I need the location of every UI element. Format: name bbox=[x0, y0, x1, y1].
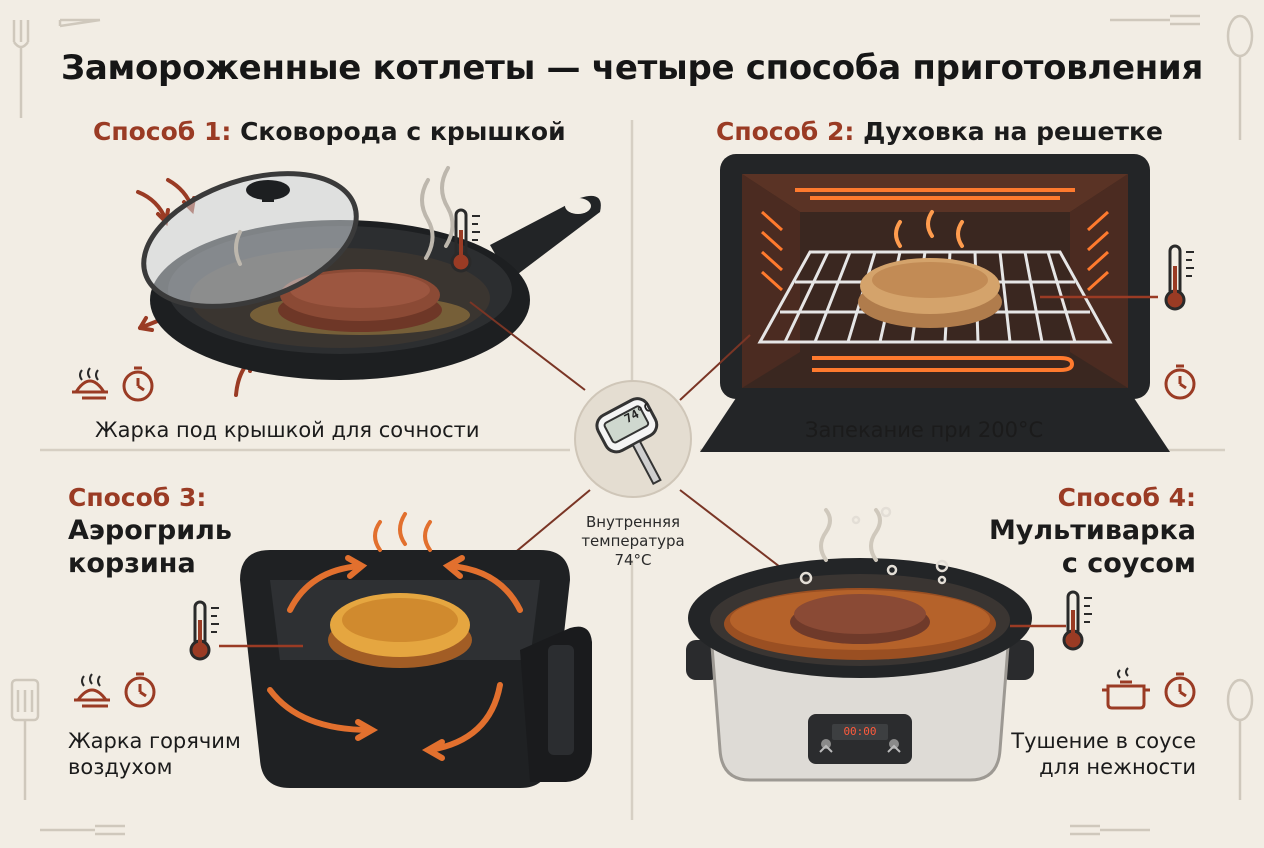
steam-icon bbox=[373, 512, 432, 552]
pot-icon bbox=[1102, 667, 1150, 710]
fork-icon bbox=[12, 20, 30, 118]
spatula-icon bbox=[10, 678, 40, 800]
air-fryer-illustration bbox=[240, 512, 592, 788]
method-3-name-line1: Аэрогриль bbox=[68, 515, 232, 546]
method-3-name-line2: корзина bbox=[68, 548, 196, 579]
fork-icon bbox=[40, 824, 125, 836]
covered-plate-icon bbox=[72, 367, 108, 400]
method-3-number: Способ 3: bbox=[68, 483, 207, 512]
method-4-caption-line2: для нежности bbox=[1039, 755, 1196, 779]
heating-element-top bbox=[795, 188, 1075, 200]
timer-icon bbox=[122, 366, 154, 402]
heating-element-bottom bbox=[812, 356, 1075, 372]
steam-icon bbox=[234, 166, 455, 266]
method-1-number: Способ 1: bbox=[93, 117, 232, 146]
internal-temperature-line2: температура bbox=[581, 532, 685, 550]
method-1-heading: Способ 1: Сковорода с крышкой bbox=[93, 117, 566, 146]
fork-icon bbox=[1110, 14, 1200, 26]
method-1-caption: Жарка под крышкой для сочности bbox=[95, 418, 480, 442]
pan-handle bbox=[490, 195, 601, 280]
spoon-icon bbox=[1226, 14, 1254, 140]
method-3-caption: Жарка горячим воздухом bbox=[68, 728, 241, 780]
method-4-heading: Способ 4: Мультиварка с соусом bbox=[980, 481, 1196, 580]
internal-temperature-line1: Внутренняя bbox=[585, 513, 681, 531]
method-2-name: Духовка на решетке bbox=[863, 117, 1163, 146]
timer-icon bbox=[1164, 672, 1196, 708]
method-4-number: Способ 4: bbox=[1057, 483, 1196, 512]
method-4-name-line2: с соусом bbox=[1061, 548, 1196, 579]
page-title: Замороженные котлеты — четыре способа пр… bbox=[61, 48, 1203, 88]
method-1-name: Сковорода с крышкой bbox=[240, 117, 566, 146]
thermometer-icon bbox=[1062, 590, 1092, 651]
arrow-icon bbox=[136, 190, 170, 227]
method-3-icons bbox=[74, 672, 156, 708]
timer-icon bbox=[124, 672, 156, 708]
method-3-heading: Способ 3: Аэрогриль корзина bbox=[68, 481, 232, 580]
method-2-icons bbox=[1164, 244, 1196, 400]
steam-icon bbox=[894, 210, 964, 248]
control-button bbox=[889, 739, 899, 749]
method-4-caption-line1: Тушение в соусе bbox=[1011, 729, 1196, 753]
multicooker-display: 00:00 bbox=[843, 725, 877, 738]
multicooker-illustration bbox=[686, 506, 1034, 782]
arrow-icon bbox=[267, 555, 523, 761]
fork-icon bbox=[1070, 824, 1150, 836]
internal-temperature-label: Внутренняя температура 74°C bbox=[548, 513, 718, 570]
method-3-caption-line2: воздухом bbox=[68, 755, 173, 779]
covered-plate-icon bbox=[74, 673, 110, 708]
steam-icon bbox=[819, 508, 882, 562]
internal-temperature-line3: 74°C bbox=[614, 551, 652, 569]
oven-door bbox=[700, 392, 1170, 452]
method-4-thermometer bbox=[1010, 590, 1092, 651]
method-4-name-line1: Мультиварка bbox=[988, 515, 1196, 546]
method-3-caption-line1: Жарка горячим bbox=[68, 729, 241, 753]
control-button bbox=[821, 739, 831, 749]
thermometer-icon bbox=[450, 208, 480, 273]
method-4-caption: Тушение в соусе для нежности bbox=[980, 728, 1196, 780]
timer-icon bbox=[1164, 364, 1196, 400]
digital-thermometer bbox=[574, 380, 692, 498]
method-2-heading: Способ 2: Духовка на решетке bbox=[716, 117, 1163, 146]
method-4-icons bbox=[1102, 667, 1196, 710]
method-2-number: Способ 2: bbox=[716, 117, 855, 146]
thermometer-icon bbox=[189, 600, 219, 661]
spoon-icon bbox=[1226, 678, 1254, 800]
connector-line bbox=[1040, 295, 1158, 299]
method-1-icons bbox=[72, 366, 154, 402]
frying-pan-illustration bbox=[136, 166, 601, 397]
method-2-caption: Запекание при 200°C bbox=[805, 418, 1044, 442]
thermometer-icon bbox=[1164, 244, 1194, 311]
spatula-icon bbox=[58, 18, 101, 28]
glass-lid bbox=[143, 173, 357, 307]
oven-illustration bbox=[700, 154, 1170, 452]
method-3-thermometer bbox=[189, 600, 303, 661]
